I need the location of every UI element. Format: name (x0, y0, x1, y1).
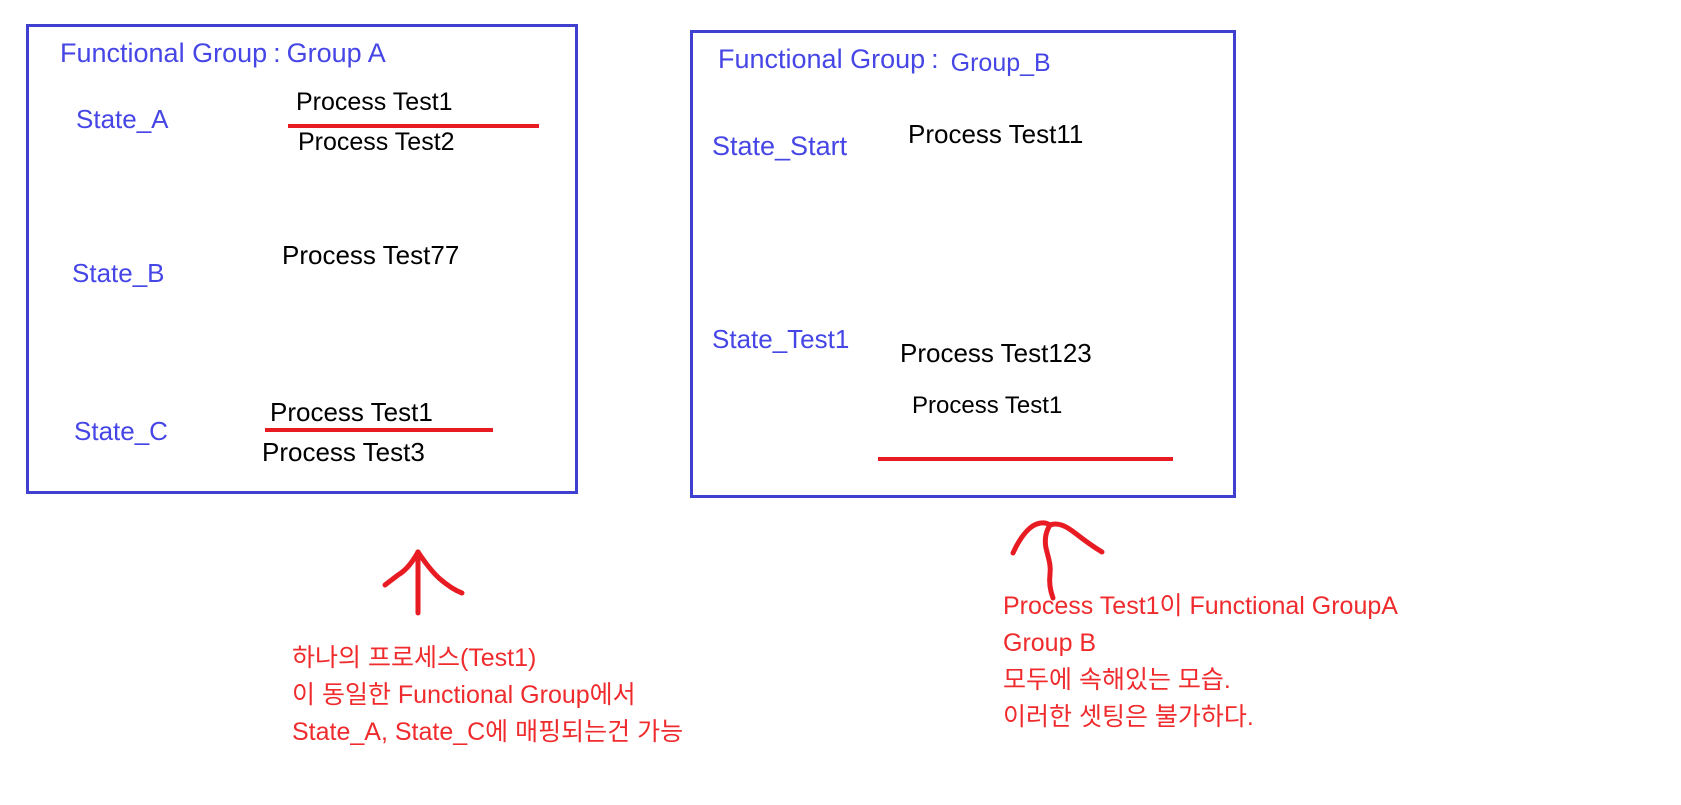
annotation-right-line-4: 이러한 셋팅은 불가하다. (1003, 703, 1254, 731)
process-text-start-1: Process Test11 (908, 119, 1084, 149)
functional-group-b-label: Functional Group (718, 44, 926, 74)
process-text-a-1: Process Test1 (296, 88, 453, 116)
colon-separator: : (931, 44, 939, 74)
annotation-left-line-2: 이 동일한 Functional Group에서 (292, 681, 636, 709)
annotation-left: 하나의 프로세스(Test1) 이 동일한 Functional Group에서… (292, 640, 683, 751)
state-label-state-start: State_Start (712, 131, 848, 161)
annotation-right-line-1: Process Test1이 Functional GroupA (1003, 592, 1398, 620)
state-label-state-c: State_C (74, 416, 168, 446)
functional-group-a-value: Group A (286, 38, 386, 68)
functional-group-b-box (690, 30, 1236, 498)
process-text-a-2: Process Test2 (298, 128, 455, 156)
red-underline-state-c (265, 428, 493, 432)
state-label-state-a: State_A (76, 104, 169, 134)
annotation-left-line-3: State_A, State_C에 매핑되는건 가능 (292, 718, 684, 746)
red-underline-state-test1 (878, 457, 1173, 461)
process-text-c-1: Process Test1 (270, 397, 433, 427)
annotation-right-line-2: Group B (1003, 629, 1097, 657)
process-text-test1-1: Process Test123 (900, 338, 1092, 368)
functional-group-a-box (26, 24, 578, 494)
process-text-test1-2: Process Test1 (912, 392, 1063, 419)
red-underline-state-a (288, 124, 539, 128)
functional-group-a-label: Functional Group (60, 38, 268, 68)
state-label-state-b: State_B (72, 258, 165, 288)
annotation-left-line-1: 하나의 프로세스(Test1) (292, 644, 537, 672)
process-text-b-1: Process Test77 (282, 240, 460, 270)
down-arrow-right-icon (1010, 520, 1105, 601)
functional-group-a-header: Functional Group:Group A (60, 38, 386, 69)
state-label-state-test1: State_Test1 (712, 324, 850, 354)
up-arrow-left-icon (382, 549, 465, 616)
process-text-c-2: Process Test3 (262, 437, 425, 467)
functional-group-b-value: Group_B (950, 49, 1051, 77)
colon-separator: : (273, 38, 281, 68)
functional-group-b-header: Functional Group: Group_B (718, 44, 1051, 77)
annotation-right: Process Test1이 Functional GroupA Group B… (1003, 588, 1398, 736)
annotation-right-line-3: 모두에 속해있는 모습. (1003, 666, 1231, 694)
